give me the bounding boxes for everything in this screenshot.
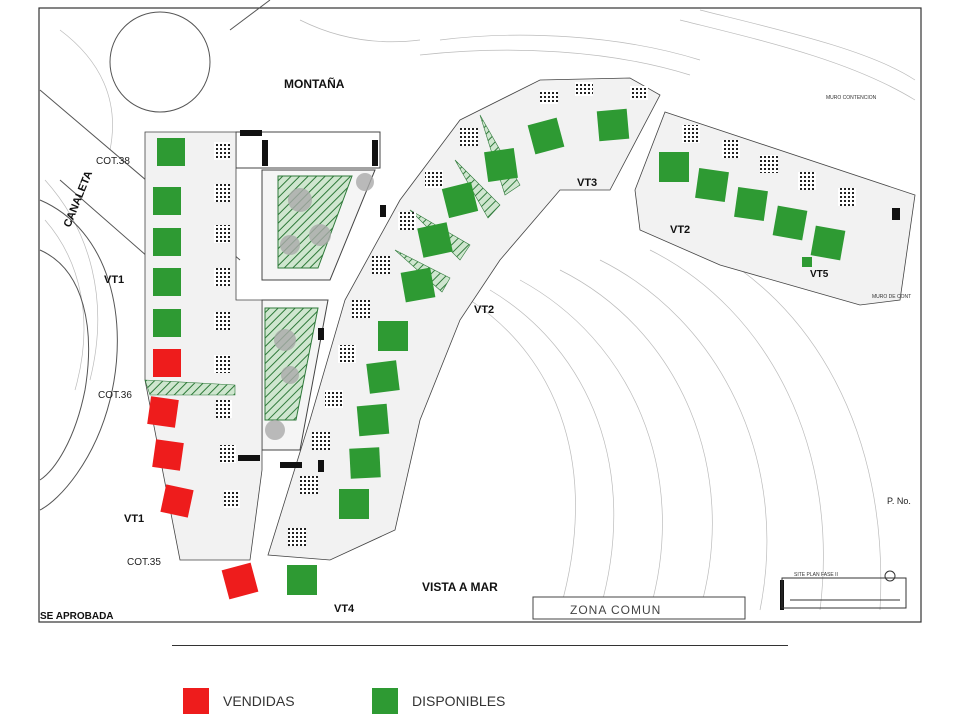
lot-vt3-1-available <box>596 108 630 142</box>
lot-vt1-1-available <box>157 138 185 166</box>
lot-vt1-9-sold <box>160 484 194 518</box>
label-vt1-bottom: VT1 <box>124 513 144 525</box>
label-vt2-mid: VT2 <box>474 304 494 316</box>
lot-vt5-2-available <box>287 565 317 595</box>
scale-bar <box>781 570 907 609</box>
vt2-lot-strip <box>267 77 661 561</box>
lot-vt1-5-available <box>153 309 181 337</box>
contour-lines <box>44 9 916 611</box>
legend-sold: VENDIDAS <box>183 688 295 714</box>
lot-vt2-13-available <box>772 205 808 241</box>
lot-vt2-9-available <box>484 148 518 182</box>
central-courtyard <box>235 131 381 451</box>
label-cot38: COT.38 <box>96 156 130 167</box>
lot-vt2-11-available <box>695 168 729 202</box>
label-vt3: VT3 <box>577 177 597 189</box>
legend-sold-swatch <box>183 688 209 714</box>
lot-vt2-3-available <box>356 403 390 437</box>
lot-vt1-4-available <box>153 268 181 296</box>
label-vt1-top: VT1 <box>104 274 124 286</box>
lot-vt3-2-available <box>659 152 689 182</box>
lot-vt2-1-available <box>339 489 369 519</box>
lot-vt5-available <box>802 257 812 267</box>
lot-vt2-6-available <box>400 267 436 303</box>
lot-vt1-2-available <box>153 187 181 215</box>
divider-line <box>172 645 788 646</box>
lot-vt2-7-available <box>417 222 453 258</box>
label-cot36: COT.36 <box>98 390 132 401</box>
building-footprints <box>214 82 856 546</box>
site-plan-map: MONTAÑA CANALETA VT1 VT1 COT.38 COT.36 C… <box>38 0 922 623</box>
lot-vt2-8-available <box>441 181 479 219</box>
lot-vt2-10-available <box>527 117 565 155</box>
label-se-aprobada: SE APROBADA <box>40 611 114 622</box>
lot-vt2-4-available <box>366 360 400 394</box>
label-vt4: VT4 <box>334 603 355 615</box>
label-zona-comun: ZONA COMUN <box>570 603 661 617</box>
lot-status-layer <box>147 108 846 600</box>
lot-vt2-5-available <box>378 321 408 351</box>
legend-available-label: DISPONIBLES <box>412 693 506 709</box>
lot-vt1-6-sold <box>153 349 181 377</box>
legend-sold-label: VENDIDAS <box>223 693 295 709</box>
label-cot35: COT.35 <box>127 557 161 568</box>
lot-vt1-8-sold <box>152 439 184 471</box>
east-lot-strip <box>634 111 916 306</box>
lot-vt5-1-sold <box>221 562 259 600</box>
label-vt5: VT5 <box>810 269 829 280</box>
label-montana: MONTAÑA <box>284 76 345 91</box>
label-muro-contencion: MURO CONTENCION <box>826 95 877 101</box>
legend-available: DISPONIBLES <box>372 688 505 714</box>
lot-vt1-7-sold <box>147 396 179 428</box>
lot-vt2-2-available <box>349 447 381 479</box>
label-site-plan: SITE PLAN FASE II <box>794 572 838 578</box>
label-vt2-right: VT2 <box>670 224 690 236</box>
lot-vt2-12-available <box>734 187 768 221</box>
lot-vt2-14-available <box>810 225 846 261</box>
label-vista-mar: VISTA A MAR <box>422 580 498 594</box>
label-p-no: P. No. <box>887 496 911 506</box>
label-muro-de-cont: MURO DE CONT <box>872 294 911 300</box>
legend-available-swatch <box>372 688 398 714</box>
lot-vt1-3-available <box>153 228 181 256</box>
zona-comun-box <box>532 596 746 620</box>
